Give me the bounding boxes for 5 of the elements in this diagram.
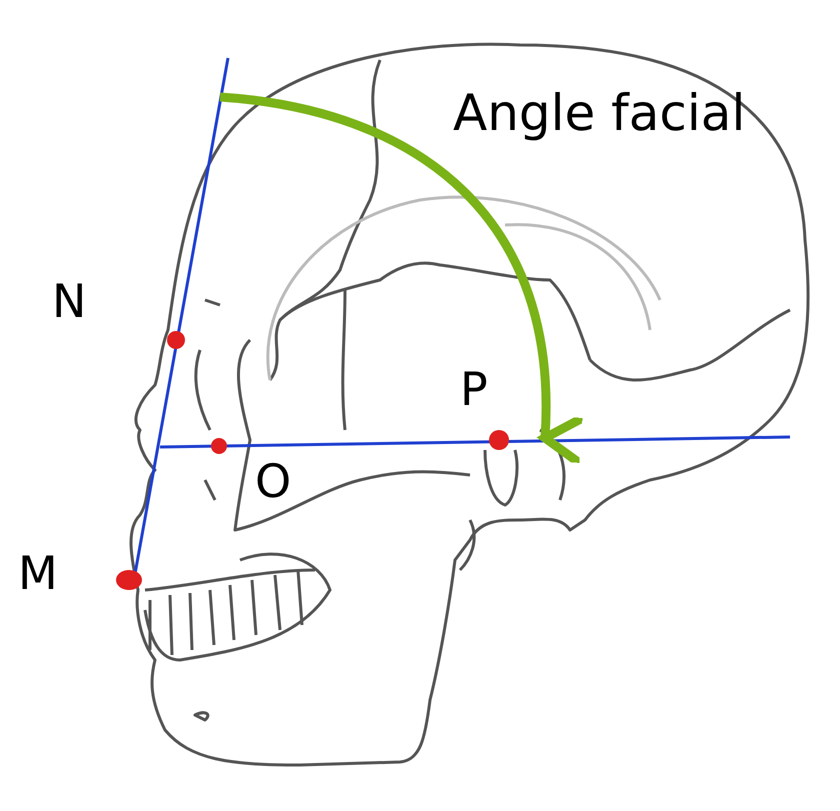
point-label: P bbox=[460, 366, 488, 412]
point-label: O bbox=[255, 458, 292, 504]
angle-label: Angle facial bbox=[453, 88, 746, 138]
point-label: N bbox=[52, 278, 86, 324]
point-label: M bbox=[18, 550, 58, 596]
